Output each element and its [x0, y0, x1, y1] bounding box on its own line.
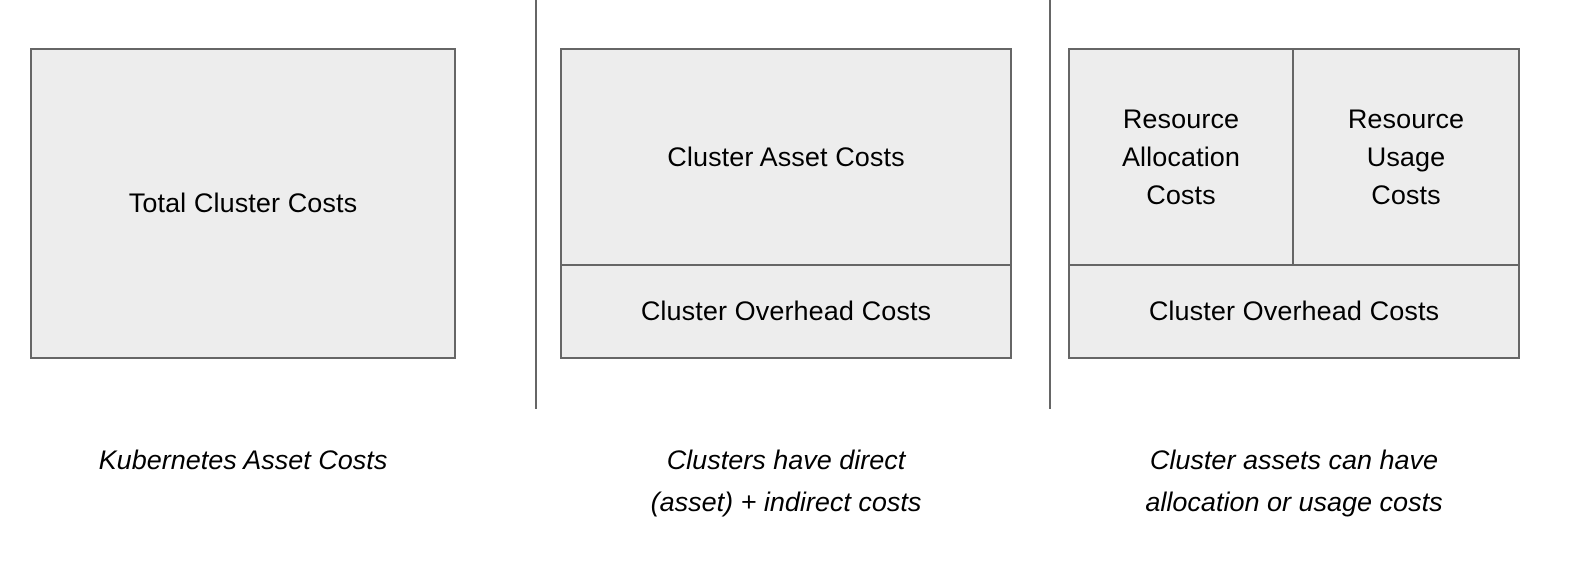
cell-cluster-overhead-costs-p2-label: Cluster Overhead Costs — [640, 296, 932, 327]
cell-resource-usage-costs-label: Resource Usage Costs — [1347, 103, 1465, 211]
cell-cluster-asset-costs: Cluster Asset Costs — [562, 50, 1010, 264]
cell-cluster-asset-costs-label: Cluster Asset Costs — [667, 141, 905, 172]
cell-resource-allocation-costs: Resource Allocation Costs — [1070, 50, 1292, 264]
cell-cluster-overhead-costs-p3-label: Cluster Overhead Costs — [1148, 296, 1440, 327]
panel-3-vertical-divider — [1292, 48, 1294, 264]
panel-2-caption: Clusters have direct (asset) + indirect … — [650, 445, 922, 517]
cell-total-cluster-costs: Total Cluster Costs — [32, 50, 454, 357]
panel-separator-2 — [1049, 0, 1051, 409]
panel-2-horizontal-divider — [560, 264, 1012, 266]
panel-3-horizontal-divider — [1068, 264, 1520, 266]
panel-1-caption: Kubernetes Asset Costs — [98, 445, 388, 475]
panel-separator-1 — [535, 0, 537, 409]
cell-resource-allocation-costs-label: Resource Allocation Costs — [1121, 103, 1241, 211]
panel-3-caption: Cluster assets can have allocation or us… — [1145, 445, 1443, 517]
cell-resource-usage-costs: Resource Usage Costs — [1294, 50, 1518, 264]
cell-total-cluster-costs-label: Total Cluster Costs — [128, 188, 358, 219]
cell-cluster-overhead-costs-p2: Cluster Overhead Costs — [562, 266, 1010, 357]
cell-cluster-overhead-costs-p3: Cluster Overhead Costs — [1070, 266, 1518, 357]
